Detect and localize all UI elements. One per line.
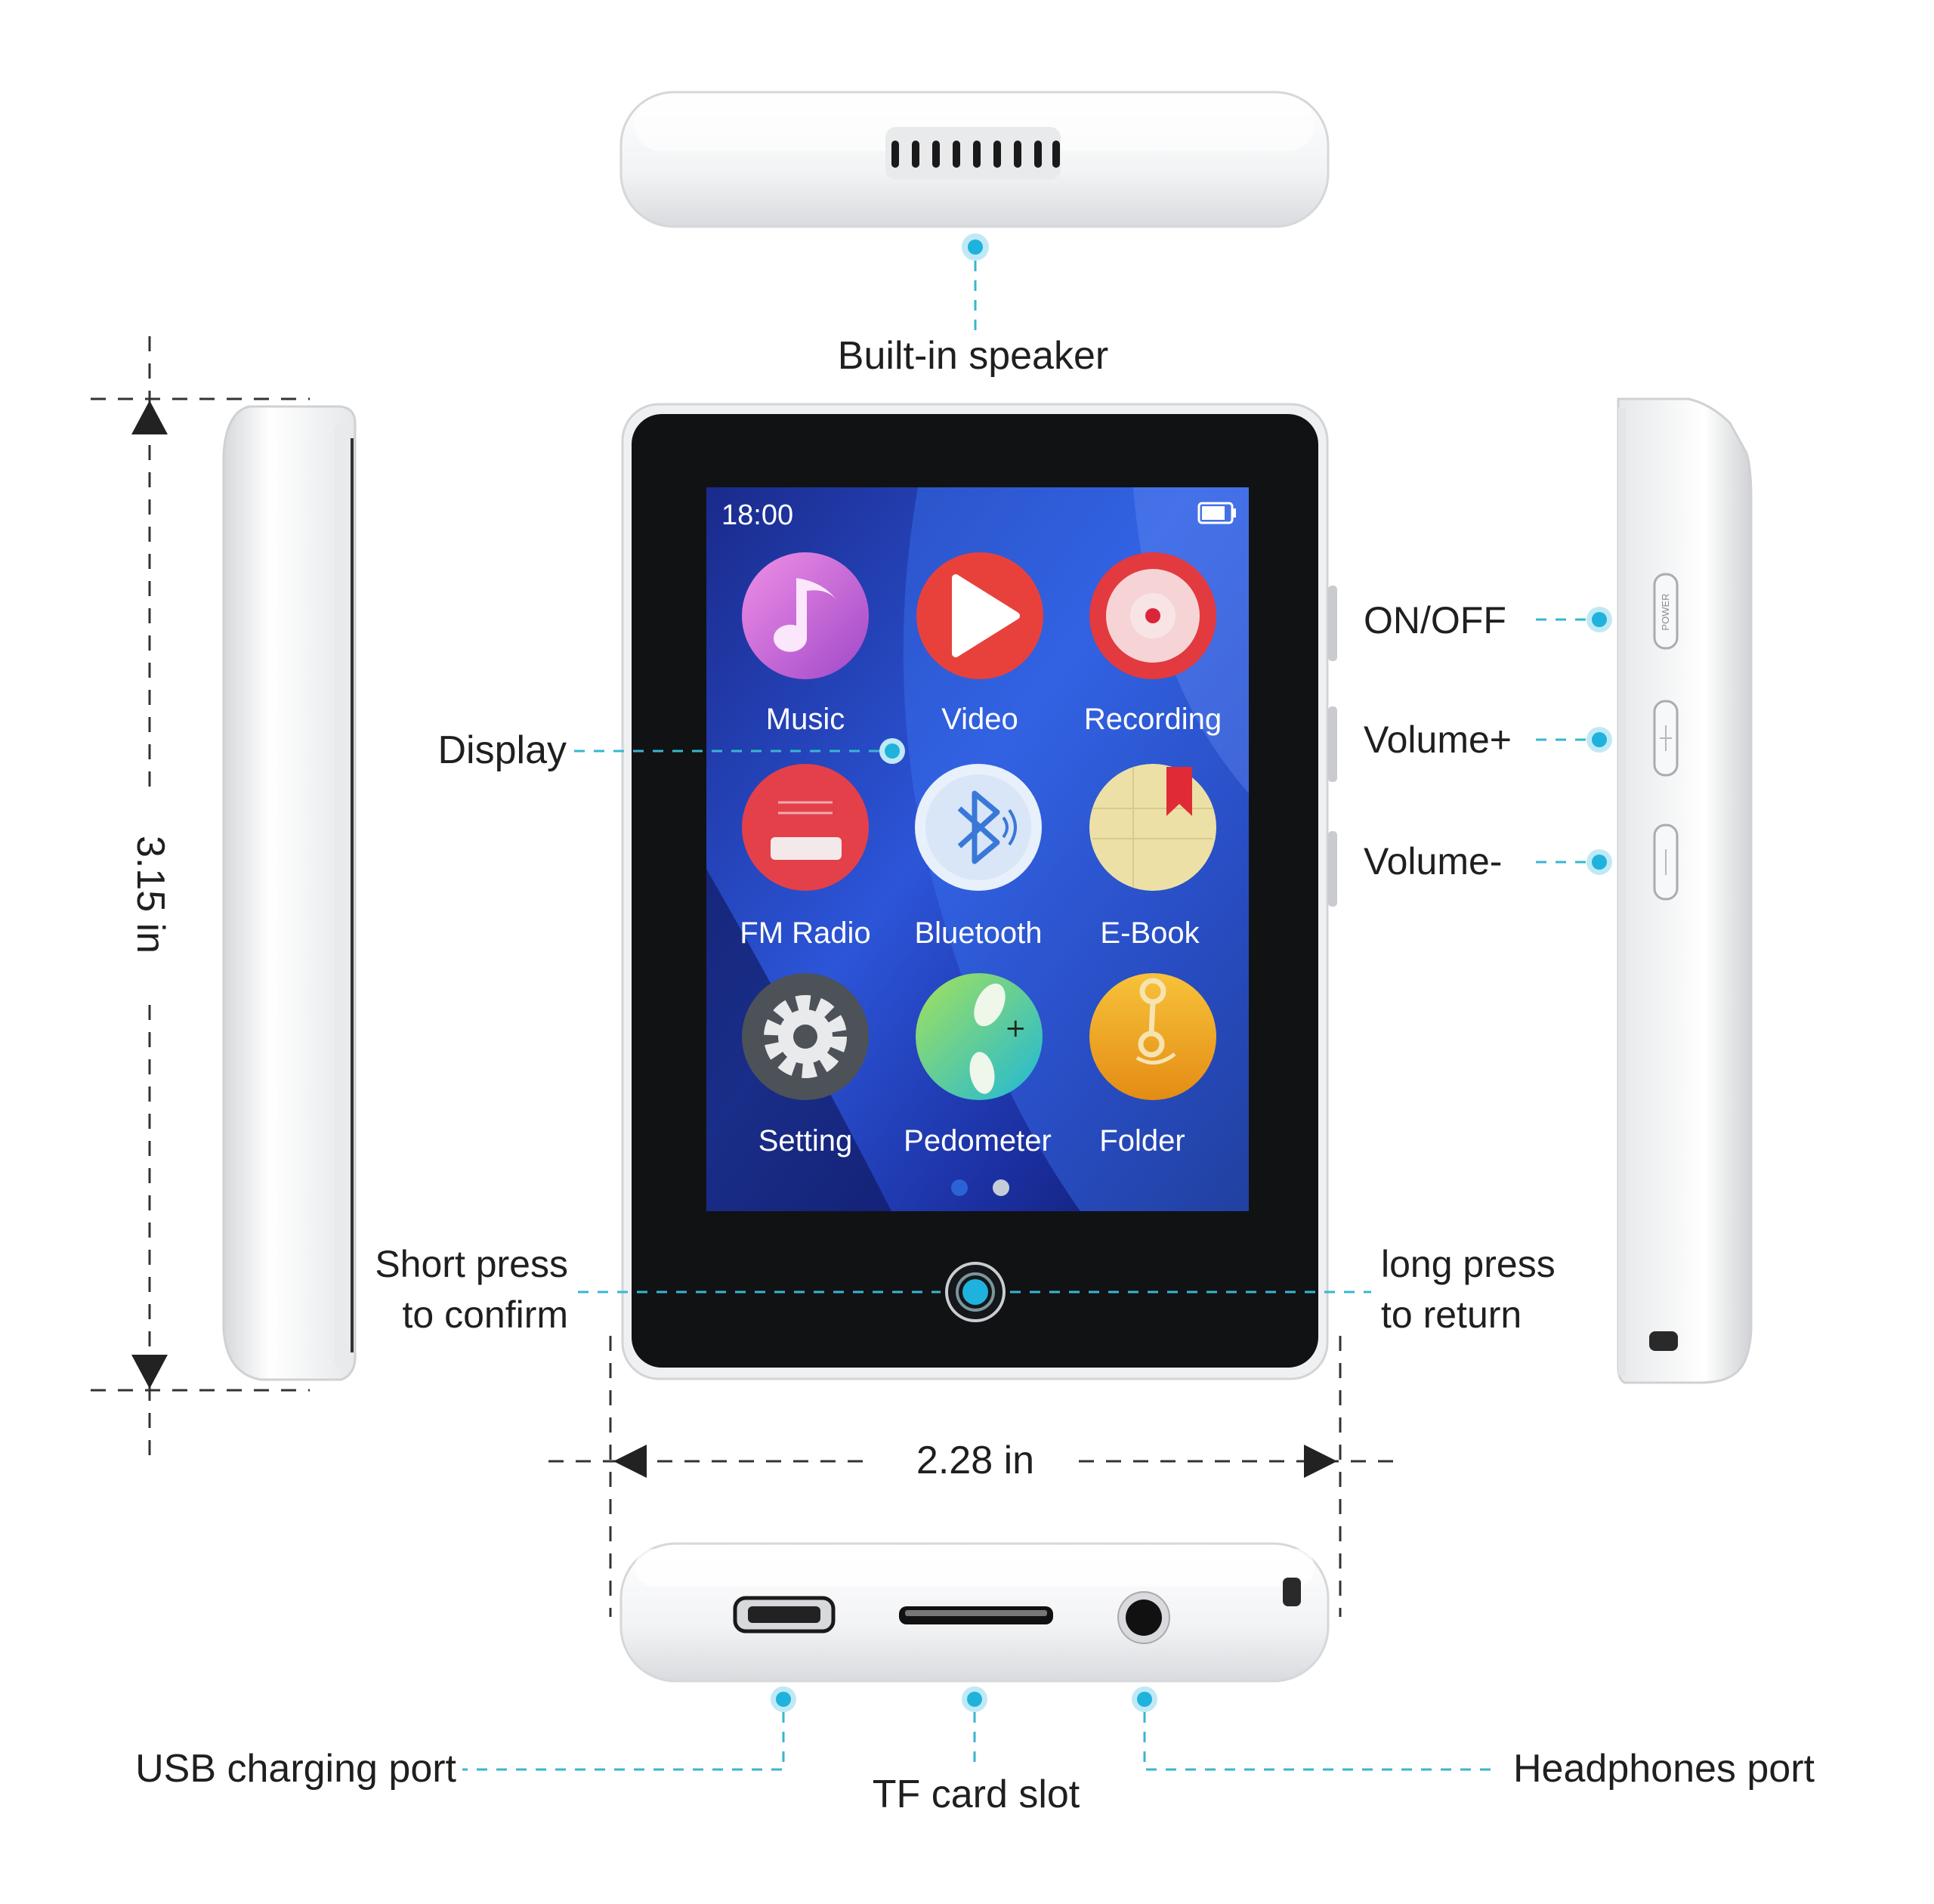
short-press-label-2: to confirm [402,1294,568,1336]
bluetooth-icon [957,790,1000,864]
book-icon [1092,767,1213,888]
app-label: E-Book [1100,916,1200,950]
usb-label: USB charging port [135,1747,456,1791]
long-press-label-2: to return [1381,1294,1522,1336]
app-bluetooth[interactable]: Bluetooth [914,764,1043,950]
tf-card-slot[interactable] [899,1606,1053,1624]
music-note-icon [774,570,837,652]
play-icon [952,574,1020,657]
volume-up-button[interactable] [1653,700,1679,777]
app-label: Video [941,703,1018,736]
volume-down-label: Volume- [1364,840,1502,882]
speaker-label: Built-in speaker [838,334,1108,378]
screen: 18:00 Music Video Re [706,487,1249,1211]
app-label: Pedometer [904,1124,1052,1158]
home-callouts: Short press to confirm long press to ret… [375,1243,1555,1336]
app-label: Recording [1084,703,1222,736]
long-press-label-1: long press [1381,1243,1556,1285]
right-callouts: ON/OFF Volume+ Volume- [1364,599,1612,882]
page-indicator [951,1179,1009,1196]
app-e-book[interactable]: E-Book [1089,764,1216,950]
bottom-view [619,1542,1330,1683]
gear-icon [764,995,847,1078]
footprint-icon: + [969,983,1027,1094]
app-recording[interactable]: Recording [1084,552,1222,736]
lanyard-hole [1283,1578,1301,1606]
home-button[interactable] [945,1262,1006,1322]
display-label: Display [438,728,567,772]
right-side-view: POWER [1617,397,1753,1384]
lanyard-hole [1649,1331,1678,1351]
width-label: 2.28 in [916,1439,1034,1482]
width-dimension: 2.28 in [548,1336,1398,1617]
app-setting[interactable]: Setting [742,973,869,1158]
power-button[interactable]: POWER [1653,573,1679,650]
height-dimension: 3.15 in [91,336,310,1458]
bottom-callouts: USB charging port TF card slot Headphone… [135,1686,1815,1816]
tf-card-label: TF card slot [873,1773,1080,1816]
volume-up-label: Volume+ [1364,719,1512,761]
display-callout: Display [438,728,905,772]
front-view: 18:00 Music Video Re [621,403,1337,1380]
svg-text:+: + [1005,1013,1027,1043]
speaker-grille [885,127,1061,180]
app-video[interactable]: Video [916,552,1043,736]
usb-port[interactable] [733,1596,836,1634]
app-pedometer[interactable]: + Pedometer [904,973,1052,1158]
power-button-text: POWER [1660,593,1671,630]
left-side-view [222,405,357,1381]
top-view [619,91,1330,228]
volume-down-button[interactable] [1653,824,1679,901]
status-time: 18:00 [721,499,793,531]
battery-icon [1197,502,1236,524]
app-music[interactable]: Music [742,552,869,736]
app-label: Setting [758,1124,853,1158]
headphones-label: Headphones port [1513,1747,1815,1791]
on-off-label: ON/OFF [1364,599,1506,641]
app-fm-radio[interactable]: FM Radio [740,764,871,950]
app-label: FM Radio [740,916,870,950]
radio-icon [771,801,842,860]
height-label: 3.15 in [128,836,172,954]
headphones-port[interactable] [1117,1591,1170,1644]
app-label: Folder [1099,1124,1185,1158]
folder-icon [1135,978,1176,1065]
speaker-callout: Built-in speaker [838,233,1108,378]
app-label: Music [766,703,845,736]
app-folder[interactable]: Folder [1089,973,1216,1158]
short-press-label-1: Short press [375,1243,568,1285]
app-label: Bluetooth [914,916,1042,950]
